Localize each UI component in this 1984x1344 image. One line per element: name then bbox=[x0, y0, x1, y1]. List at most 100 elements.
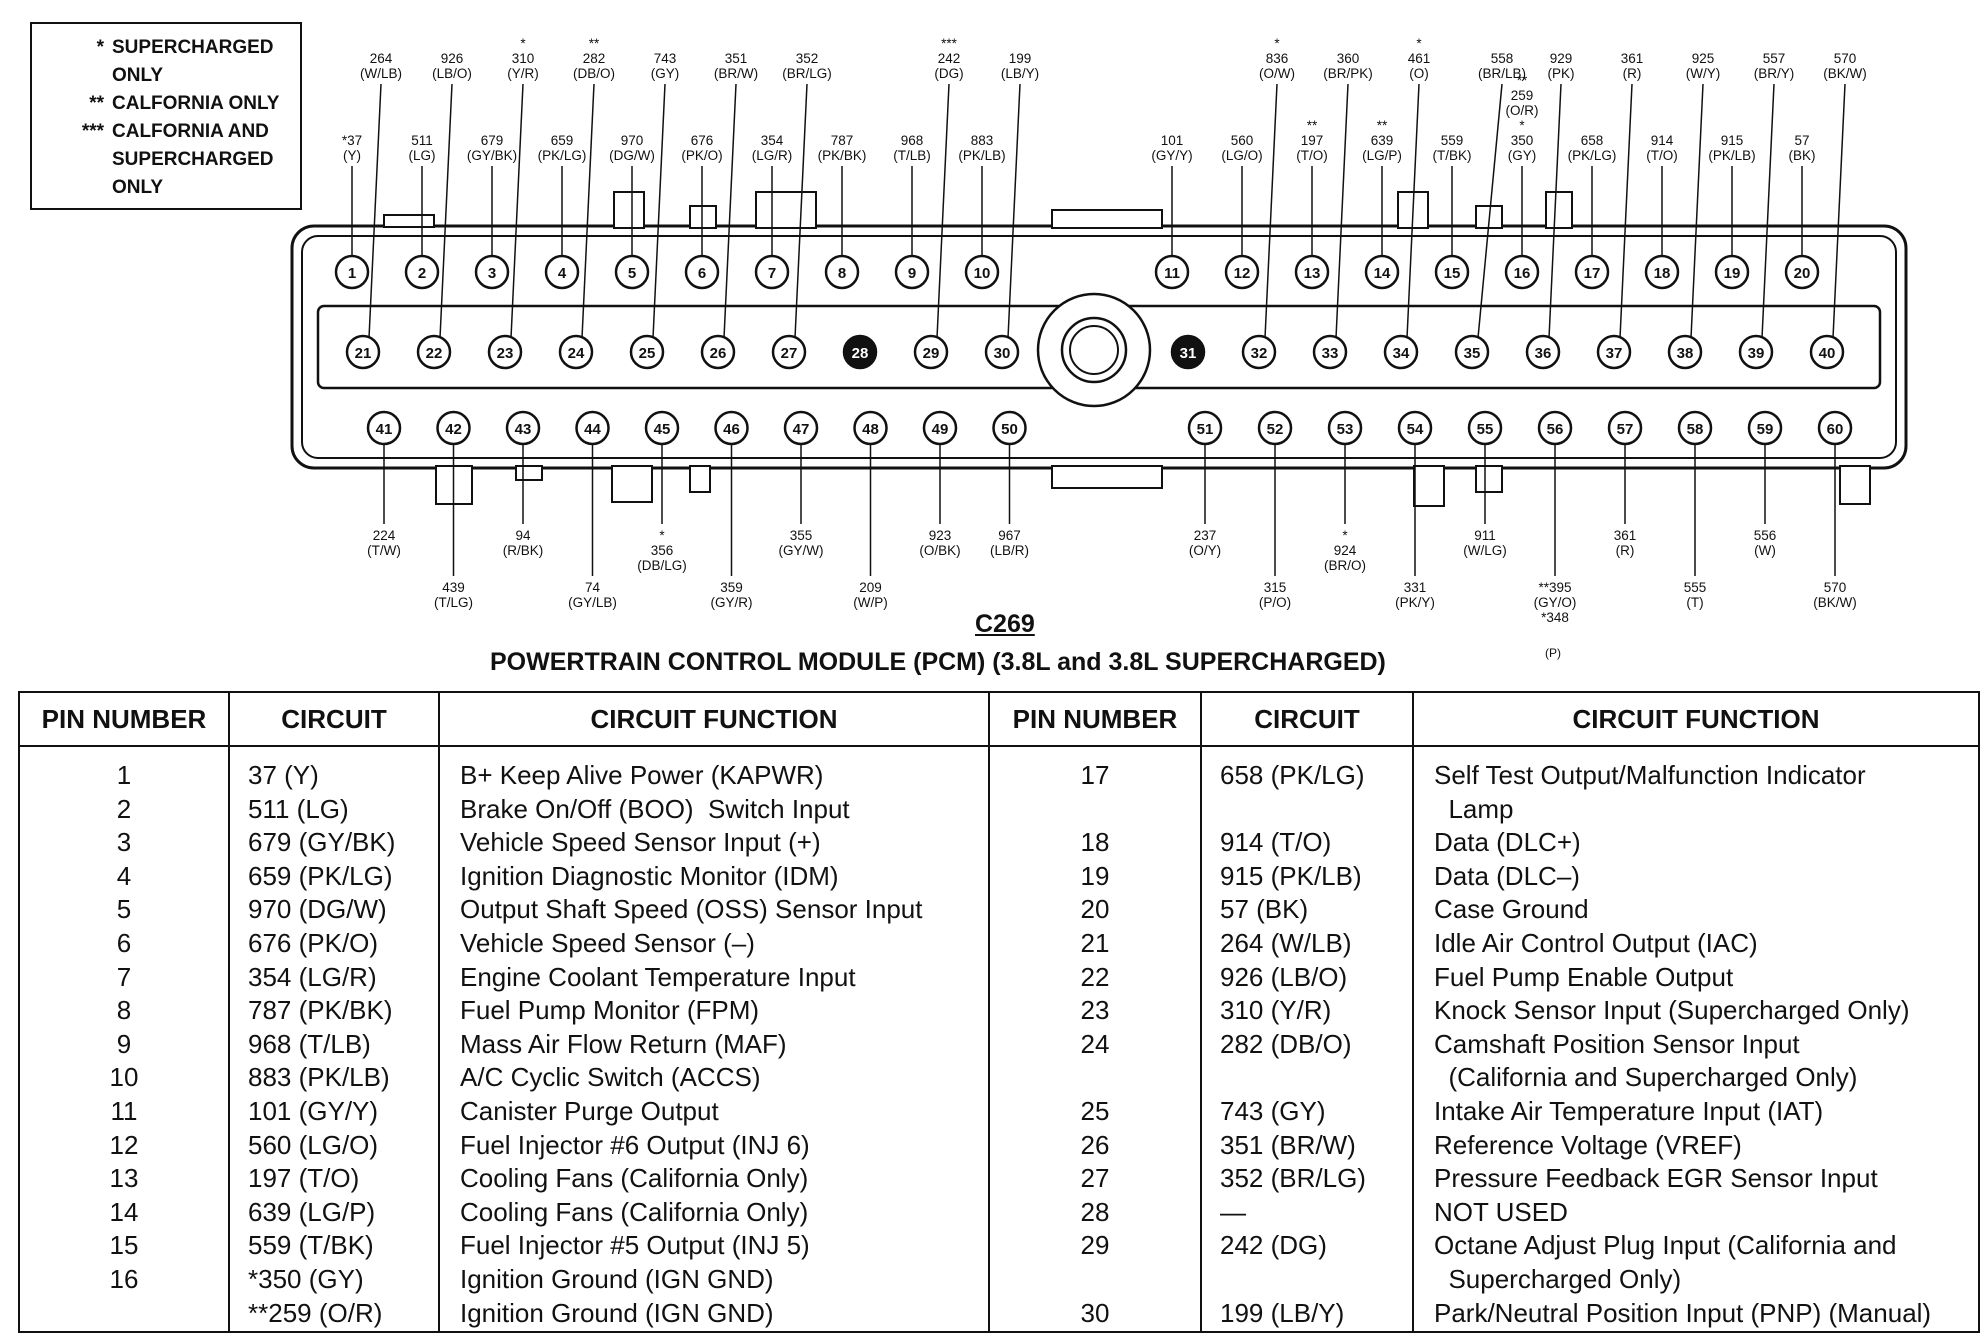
circuit-cell: 354 (LG/R) bbox=[248, 961, 377, 992]
wire-label-row2: 570 bbox=[1834, 51, 1857, 66]
wire-leader bbox=[794, 83, 808, 339]
wire-label-row1: 259 bbox=[1511, 88, 1534, 103]
wire-label-row2: 361 bbox=[1621, 51, 1644, 66]
housing-top-tab bbox=[689, 205, 717, 229]
pin-number-cell: 20 bbox=[1080, 894, 1110, 925]
circuit-cell: 970 (DG/W) bbox=[248, 894, 387, 925]
header-pin-number: PIN NUMBER bbox=[988, 691, 1202, 747]
wire-label-row3: 356 bbox=[651, 543, 674, 558]
pin-number-label: 4 bbox=[558, 265, 567, 282]
wire-label-row3: 74 bbox=[585, 580, 601, 595]
housing-bottom-tab bbox=[1839, 465, 1871, 505]
wire-leader bbox=[1832, 83, 1846, 339]
pin-circle bbox=[505, 410, 541, 446]
wire-label-row1: (GY/Y) bbox=[1151, 148, 1192, 163]
pin-number-label: 6 bbox=[698, 265, 706, 282]
pin-number-label: 58 bbox=[1687, 421, 1704, 438]
housing-bottom-tab bbox=[1051, 465, 1163, 489]
wire-label-row2: (BR/W) bbox=[714, 66, 758, 81]
pin-number-label: 7 bbox=[768, 265, 776, 282]
circuit-cell: 101 (GY/Y) bbox=[248, 1095, 379, 1126]
wire-label-row1: (LG/P) bbox=[1362, 148, 1402, 163]
pin-number-cell: 19 bbox=[1080, 860, 1110, 891]
wire-label-row2: (O/W) bbox=[1259, 66, 1295, 81]
pin-circle bbox=[992, 410, 1027, 446]
pin-number-label: 54 bbox=[1407, 421, 1424, 438]
wire-leader bbox=[1406, 83, 1420, 339]
pin-number-cell: 3 bbox=[116, 827, 132, 858]
pin-number-cell: 7 bbox=[116, 961, 132, 992]
pin-circle bbox=[558, 334, 594, 370]
pin-number-label: 45 bbox=[654, 421, 671, 438]
wire-label-row2: (R) bbox=[1623, 66, 1642, 81]
wire-leader bbox=[936, 83, 950, 339]
pin-circle bbox=[416, 334, 452, 370]
circuit-function-cell: Fuel Injector #5 Output (INJ 5) bbox=[460, 1230, 810, 1261]
pin-number-cell: 18 bbox=[1080, 827, 1110, 858]
wire-label-row1: (BK) bbox=[1789, 148, 1816, 163]
pin-number-label: 10 bbox=[974, 265, 991, 282]
pin-number-cell: 15 bbox=[109, 1230, 139, 1261]
pin-number-label: 1 bbox=[348, 265, 356, 282]
circuit-function-cell: Park/Neutral Position Input (PNP) (Manua… bbox=[1434, 1297, 1932, 1328]
circuit-cell: 559 (T/BK) bbox=[248, 1230, 374, 1261]
pin-circle bbox=[644, 410, 680, 446]
circuit-function-cell: Lamp bbox=[1434, 793, 1514, 824]
circuit-cell: 743 (GY) bbox=[1220, 1095, 1326, 1126]
pin-number-label: 8 bbox=[838, 265, 846, 282]
pin-number-cell: 30 bbox=[1080, 1297, 1110, 1328]
pin-number-label: 55 bbox=[1477, 421, 1494, 438]
circuit-cell: *350 (GY) bbox=[248, 1263, 364, 1294]
wire-label-row2: (BK/W) bbox=[1823, 66, 1867, 81]
wire-label-row1: 679 bbox=[481, 133, 504, 148]
circuit-function-cell: Ignition Ground (IGN GND) bbox=[460, 1297, 774, 1328]
pin-number-cell: 25 bbox=[1080, 1095, 1110, 1126]
wire-label-row1: 511 bbox=[411, 133, 433, 148]
pin-number-cell: 8 bbox=[116, 995, 132, 1026]
pin-number-label: 49 bbox=[932, 421, 949, 438]
circuit-cell: 560 (LG/O) bbox=[248, 1129, 379, 1160]
wire-label-row2: (W/LB) bbox=[360, 66, 402, 81]
wire-label-row3: 359 bbox=[720, 580, 743, 595]
pin-number-cell: 12 bbox=[109, 1129, 139, 1160]
wire-leader bbox=[510, 83, 524, 339]
pin-number-cell: 17 bbox=[1080, 760, 1110, 790]
wire-label-row3: (BR/O) bbox=[1324, 558, 1366, 573]
wire-label-row2: 360 bbox=[1337, 51, 1360, 66]
wire-label-row2: * bbox=[1416, 36, 1422, 51]
wire-label-row2: 352 bbox=[796, 51, 819, 66]
wire-label-row1: (GY/BK) bbox=[467, 148, 517, 163]
wire-label-row3: (GY/W) bbox=[779, 543, 824, 558]
wire-label-row2: 199 bbox=[1009, 51, 1032, 66]
pin-number-label: 52 bbox=[1267, 421, 1284, 438]
circuit-cell: 968 (T/LB) bbox=[248, 1028, 371, 1059]
pin-circle bbox=[1738, 334, 1774, 370]
wire-label-row3: 967 bbox=[998, 528, 1021, 543]
pin-circle bbox=[1607, 410, 1643, 446]
pin-number-cell: 28 bbox=[1080, 1196, 1110, 1227]
wire-label-row1: 914 bbox=[1651, 133, 1674, 148]
housing-top-tab bbox=[613, 191, 645, 229]
pin-number-label: 35 bbox=[1464, 345, 1481, 362]
wire-label-row1: *37 bbox=[342, 133, 362, 148]
wire-label-row3: * bbox=[1342, 528, 1348, 543]
wire-label-row3: (O/Y) bbox=[1189, 543, 1221, 558]
wire-label-row1: ** bbox=[1377, 118, 1388, 133]
housing-bottom-tab bbox=[611, 465, 653, 503]
pin-circle bbox=[1467, 410, 1503, 446]
pin-number-label: 47 bbox=[793, 421, 810, 438]
pin-circle bbox=[1383, 334, 1419, 370]
wire-label-row3: (W) bbox=[1754, 543, 1776, 558]
wire-label-row2: (PK) bbox=[1548, 66, 1575, 81]
pin-number-label: 25 bbox=[639, 345, 656, 362]
pin-number-label: 57 bbox=[1617, 421, 1634, 438]
pin-circle bbox=[984, 334, 1020, 370]
pin-circle bbox=[1312, 334, 1348, 370]
wire-label-row2: 926 bbox=[441, 51, 464, 66]
pin-number-label: 31 bbox=[1180, 345, 1197, 362]
pin-number-cell: 10 bbox=[109, 1062, 139, 1093]
circuit-function-cell: Cooling Fans (California Only) bbox=[460, 1196, 809, 1227]
pin-number-label: 43 bbox=[515, 421, 532, 438]
wire-label-row3: 224 bbox=[373, 528, 396, 543]
pin-circle bbox=[714, 410, 749, 446]
